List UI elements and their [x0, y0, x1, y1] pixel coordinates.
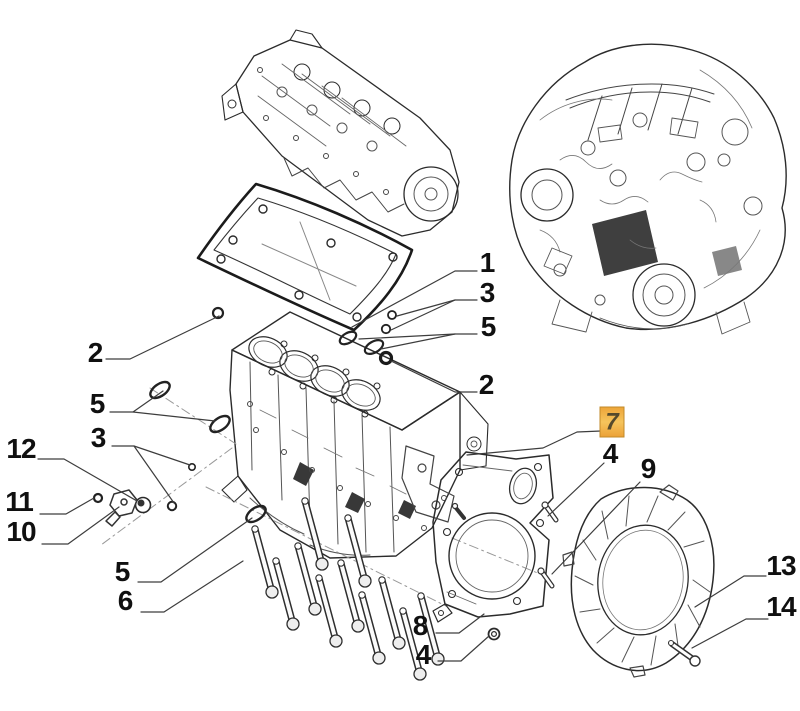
callout-5b[interactable]: 5 [89, 388, 106, 419]
callout-5c[interactable]: 5 [114, 556, 131, 587]
callout-11[interactable]: 11 [5, 486, 34, 517]
small-bolt-art [667, 639, 701, 667]
flywheel-housing-plate-art [432, 451, 559, 623]
callout-2a[interactable]: 2 [478, 369, 495, 400]
cylinder-head-art [221, 29, 460, 237]
leader-lines [37, 270, 769, 662]
centerlines [100, 387, 546, 607]
hex-nut-art [487, 627, 501, 641]
callout-1[interactable]: 1 [479, 247, 496, 278]
callout-7-highlighted[interactable]: 7 [599, 406, 625, 438]
callout-13[interactable]: 13 [766, 550, 796, 581]
sensor-bracket-art [105, 489, 138, 527]
rear-cover-gasket-art [562, 484, 715, 678]
engine-assembly-art [509, 43, 787, 335]
callout-4a[interactable]: 4 [602, 438, 619, 469]
callout-10[interactable]: 10 [6, 516, 36, 547]
callout-2b[interactable]: 2 [87, 337, 104, 368]
callout-14[interactable]: 14 [766, 591, 796, 622]
callout-12[interactable]: 12 [6, 433, 36, 464]
callout-9[interactable]: 9 [640, 453, 657, 484]
valve-cover-gasket-art [196, 182, 414, 332]
plug-cap-art [134, 496, 152, 514]
ball-plug-art [92, 492, 104, 504]
callout-4b[interactable]: 4 [415, 639, 432, 670]
head-bolts-art [251, 497, 445, 681]
mount-bracket-art [401, 445, 466, 523]
callout-6[interactable]: 6 [117, 585, 134, 616]
callout-8[interactable]: 8 [412, 610, 429, 641]
seal-rings-art [149, 306, 397, 524]
callout-3a[interactable]: 3 [479, 277, 496, 308]
callout-3b[interactable]: 3 [90, 422, 107, 453]
callout-5a[interactable]: 5 [480, 311, 497, 342]
